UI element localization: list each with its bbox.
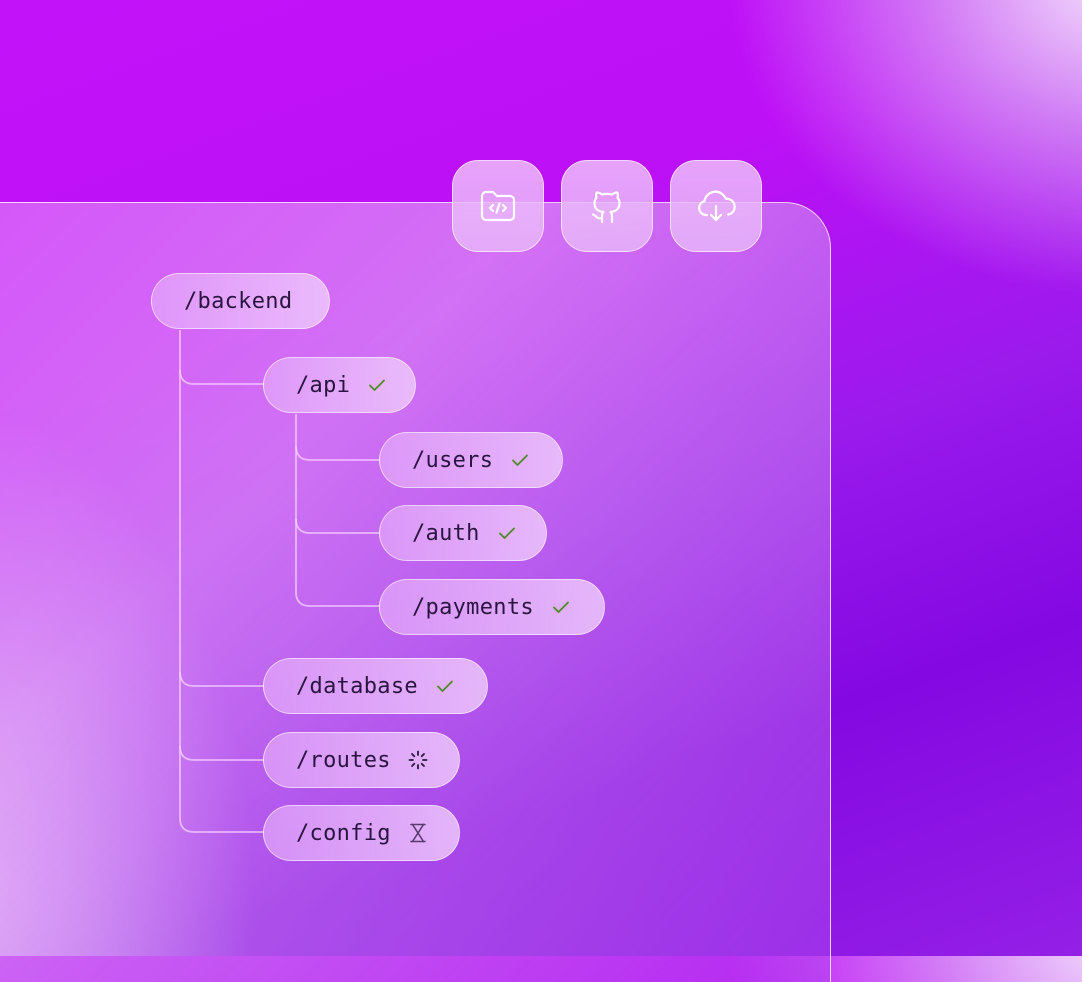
tree-node-backend[interactable]: /backend [151,273,330,329]
node-label: /users [412,447,494,473]
cloud-download-button[interactable] [670,160,762,252]
node-label: /auth [412,520,480,546]
node-label: /api [296,372,351,398]
hourglass-icon [407,822,429,844]
folder-code-icon [480,190,516,222]
tree-node-database[interactable]: /database [263,658,488,714]
tree-node-config[interactable]: /config [263,805,460,861]
check-icon [496,522,518,544]
github-button[interactable] [561,160,653,252]
check-icon [434,675,456,697]
node-label: /backend [184,288,293,314]
tree-node-api[interactable]: /api [263,357,416,413]
check-icon [550,596,572,618]
folder-code-button[interactable] [452,160,544,252]
cloud-download-icon [698,190,736,222]
github-icon [591,191,621,224]
spinner-icon [407,749,429,771]
tree-node-users[interactable]: /users [379,432,563,488]
canvas: /backend /api /users /auth /payments /da… [0,160,831,982]
node-label: /payments [412,594,534,620]
node-label: /database [296,673,418,699]
node-label: /config [296,820,391,846]
node-label: /routes [296,747,391,773]
tree-node-auth[interactable]: /auth [379,505,547,561]
tree-node-payments[interactable]: /payments [379,579,605,635]
check-icon [509,449,531,471]
tree-node-routes[interactable]: /routes [263,732,460,788]
check-icon [366,374,388,396]
